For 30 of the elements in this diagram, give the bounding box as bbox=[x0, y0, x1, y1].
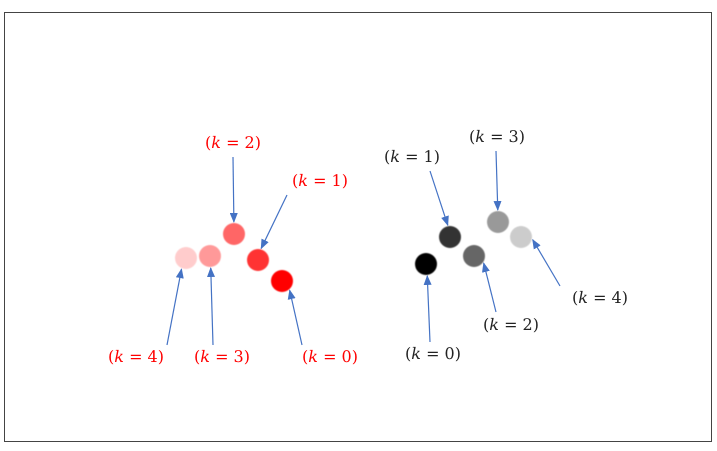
index-label: (k = 2) bbox=[205, 133, 261, 153]
index-label: (k = 4) bbox=[572, 288, 628, 308]
colored-dot bbox=[175, 247, 197, 269]
arrow bbox=[230, 157, 238, 223]
colored-dot bbox=[199, 245, 221, 267]
colored-dot bbox=[510, 226, 532, 248]
arrow bbox=[494, 150, 502, 211]
arrow bbox=[166, 268, 184, 346]
colored-dot bbox=[439, 226, 461, 248]
index-label: (k = 3) bbox=[194, 347, 250, 367]
colored-dot bbox=[247, 249, 269, 271]
index-label: (k = 0) bbox=[405, 344, 461, 364]
colored-dot bbox=[487, 211, 509, 233]
index-label: (k = 2) bbox=[483, 315, 539, 335]
arrow bbox=[288, 289, 303, 346]
colored-dot bbox=[223, 223, 245, 245]
index-label: (k = 1) bbox=[292, 171, 348, 191]
colored-dot bbox=[463, 245, 485, 267]
index-label: (k = 3) bbox=[469, 127, 525, 147]
index-label: (k = 1) bbox=[384, 147, 440, 167]
arrow bbox=[260, 194, 288, 250]
index-label: (k = 4) bbox=[108, 347, 164, 367]
colored-dot bbox=[415, 253, 437, 275]
arrow bbox=[207, 266, 215, 346]
colored-dot bbox=[271, 270, 293, 292]
arrow bbox=[532, 238, 561, 286]
arrow bbox=[482, 262, 497, 312]
arrow bbox=[429, 170, 449, 226]
arrow bbox=[424, 274, 432, 342]
index-label: (k = 0) bbox=[302, 347, 358, 367]
